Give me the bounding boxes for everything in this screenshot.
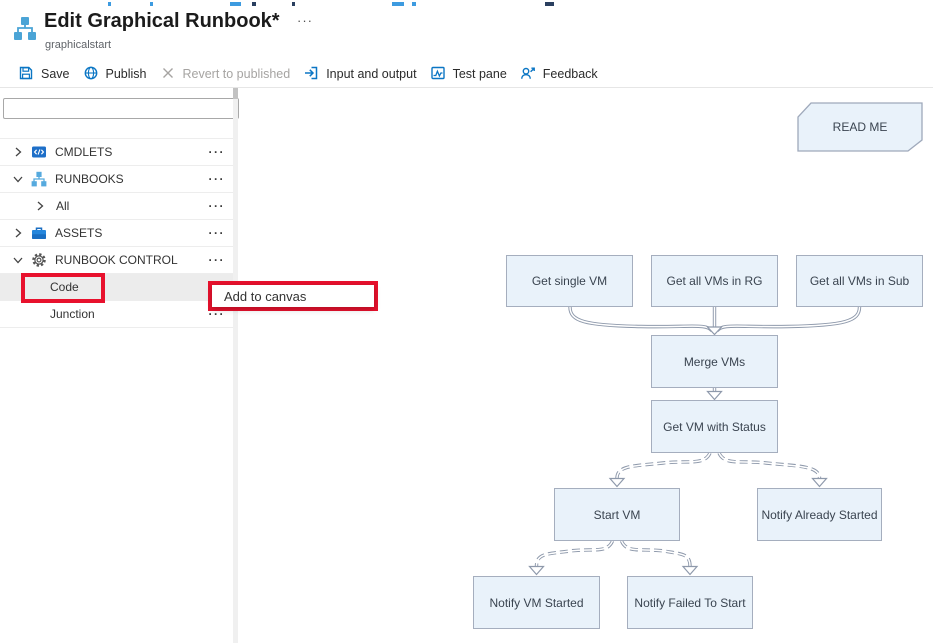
clipped-fragment: [252, 2, 256, 6]
input-output-label: Input and output: [326, 67, 417, 81]
node-merge-vms[interactable]: Merge VMs: [651, 335, 778, 388]
revert-x-icon: [160, 65, 176, 84]
sidebar-item-label: ASSETS: [55, 226, 103, 240]
page-title: Edit Graphical Runbook*: [44, 10, 280, 32]
context-menu: Add to canvas: [212, 285, 374, 307]
sidebar-item-junction[interactable]: Junction ···: [0, 301, 233, 328]
arrowhead: [706, 390, 723, 401]
save-button[interactable]: Save: [18, 65, 70, 84]
graphical-runbook-icon: [14, 16, 36, 46]
input-and-output-button[interactable]: Input and output: [303, 65, 417, 84]
publish-globe-icon: [83, 65, 99, 84]
publish-button[interactable]: Publish: [83, 65, 147, 84]
sidebar-item-label: CMDLETS: [55, 145, 113, 159]
sidebar-item-runbooks[interactable]: RUNBOOKS ···: [0, 166, 233, 193]
test-pane-label: Test pane: [452, 67, 507, 81]
clipped-fragment: [545, 2, 554, 6]
clipped-fragment: [150, 2, 153, 6]
node-notify-already-started[interactable]: Notify Already Started: [757, 488, 882, 541]
chevron-right-icon[interactable]: [12, 146, 26, 158]
more-options-button[interactable]: ···: [208, 253, 225, 267]
save-label: Save: [41, 67, 70, 81]
add-to-canvas-menu-item[interactable]: Add to canvas: [224, 288, 307, 304]
gear-icon: [31, 252, 47, 268]
runbooks-icon: [31, 171, 47, 187]
node-get-all-vms-in-sub[interactable]: Get all VMs in Sub: [796, 255, 923, 307]
feedback-button[interactable]: Feedback: [520, 65, 598, 84]
clipped-fragment: [292, 2, 295, 6]
chevron-right-icon[interactable]: [34, 200, 48, 212]
node-get-all-vms-in-rg[interactable]: Get all VMs in RG: [651, 255, 778, 307]
page-subtitle: graphicalstart: [45, 39, 112, 51]
toolbar-separator: [0, 87, 933, 88]
more-options-button[interactable]: ···: [208, 145, 225, 159]
command-bar: Save Publish Revert to published: [18, 61, 598, 87]
feedback-icon: [520, 65, 536, 84]
code-annotation-box: [21, 273, 105, 303]
clipped-fragment: [412, 2, 416, 6]
arrowhead: [681, 565, 699, 576]
chevron-down-icon[interactable]: [12, 254, 26, 266]
read-me-note[interactable]: READ ME: [832, 120, 888, 134]
revert-label: Revert to published: [182, 67, 291, 81]
arrowhead: [811, 477, 828, 488]
publish-label: Publish: [105, 67, 147, 81]
save-icon: [18, 65, 34, 84]
chevron-right-icon[interactable]: [12, 227, 26, 239]
link-get-vm-with-status-to-start-vm: [615, 452, 712, 479]
link-start-vm-to-notify-failed-to-start: [619, 540, 692, 567]
more-options-button[interactable]: ···: [208, 199, 225, 213]
clipped-fragment: [230, 2, 241, 6]
chevron-down-icon[interactable]: [12, 173, 26, 185]
sidebar-item-code[interactable]: Code: [0, 274, 233, 301]
test-pane-icon: [430, 65, 446, 84]
input-output-icon: [303, 65, 319, 84]
test-pane-button[interactable]: Test pane: [430, 65, 507, 84]
sidebar-item-assets[interactable]: ASSETS ···: [0, 220, 233, 247]
cmdlets-icon: [31, 144, 47, 160]
node-notify-failed-to-start[interactable]: Notify Failed To Start: [627, 576, 753, 629]
feedback-label: Feedback: [542, 67, 598, 81]
sidebar-item-runbook-control[interactable]: RUNBOOK CONTROL ···: [0, 247, 233, 274]
arrowhead: [528, 565, 545, 576]
arrowhead: [706, 326, 723, 336]
node-get-single-vm[interactable]: Get single VM: [506, 255, 633, 307]
node-get-vm-with-status[interactable]: Get VM with Status: [651, 400, 778, 453]
library-search-input[interactable]: [3, 98, 239, 119]
revert-to-published-button[interactable]: Revert to published: [160, 65, 291, 84]
clipped-fragment: [392, 2, 404, 6]
title-more-button[interactable]: ···: [297, 13, 313, 28]
context-menu-annotation-box: Add to canvas: [208, 281, 378, 311]
more-options-button[interactable]: ···: [208, 172, 225, 186]
more-options-button[interactable]: ···: [208, 226, 225, 240]
link-get-single-vm-to-merge-vms: [568, 306, 714, 333]
sidebar-item-cmdlets[interactable]: CMDLETS ···: [0, 139, 233, 166]
sidebar-item-label: Code: [50, 280, 79, 294]
node-start-vm[interactable]: Start VM: [554, 488, 680, 541]
clipped-fragment: [108, 2, 111, 6]
assets-briefcase-icon: [31, 225, 47, 241]
link-start-vm-to-notify-vm-started: [534, 540, 615, 567]
node-notify-vm-started[interactable]: Notify VM Started: [473, 576, 600, 629]
pane-splitter-handle[interactable]: [233, 88, 238, 99]
sidebar-item-label: RUNBOOKS: [55, 172, 124, 186]
sidebar-item-label: All: [56, 199, 70, 213]
link-get-all-vms-in-sub-to-merge-vms: [715, 306, 862, 333]
arrowhead: [608, 477, 626, 488]
link-get-vm-with-status-to-notify-already-started: [717, 452, 822, 479]
pane-splitter[interactable]: [233, 88, 238, 643]
sidebar-item-label: Junction: [50, 307, 95, 321]
sidebar-item-all[interactable]: All ···: [0, 193, 233, 220]
sidebar-item-label: RUNBOOK CONTROL: [55, 253, 178, 267]
